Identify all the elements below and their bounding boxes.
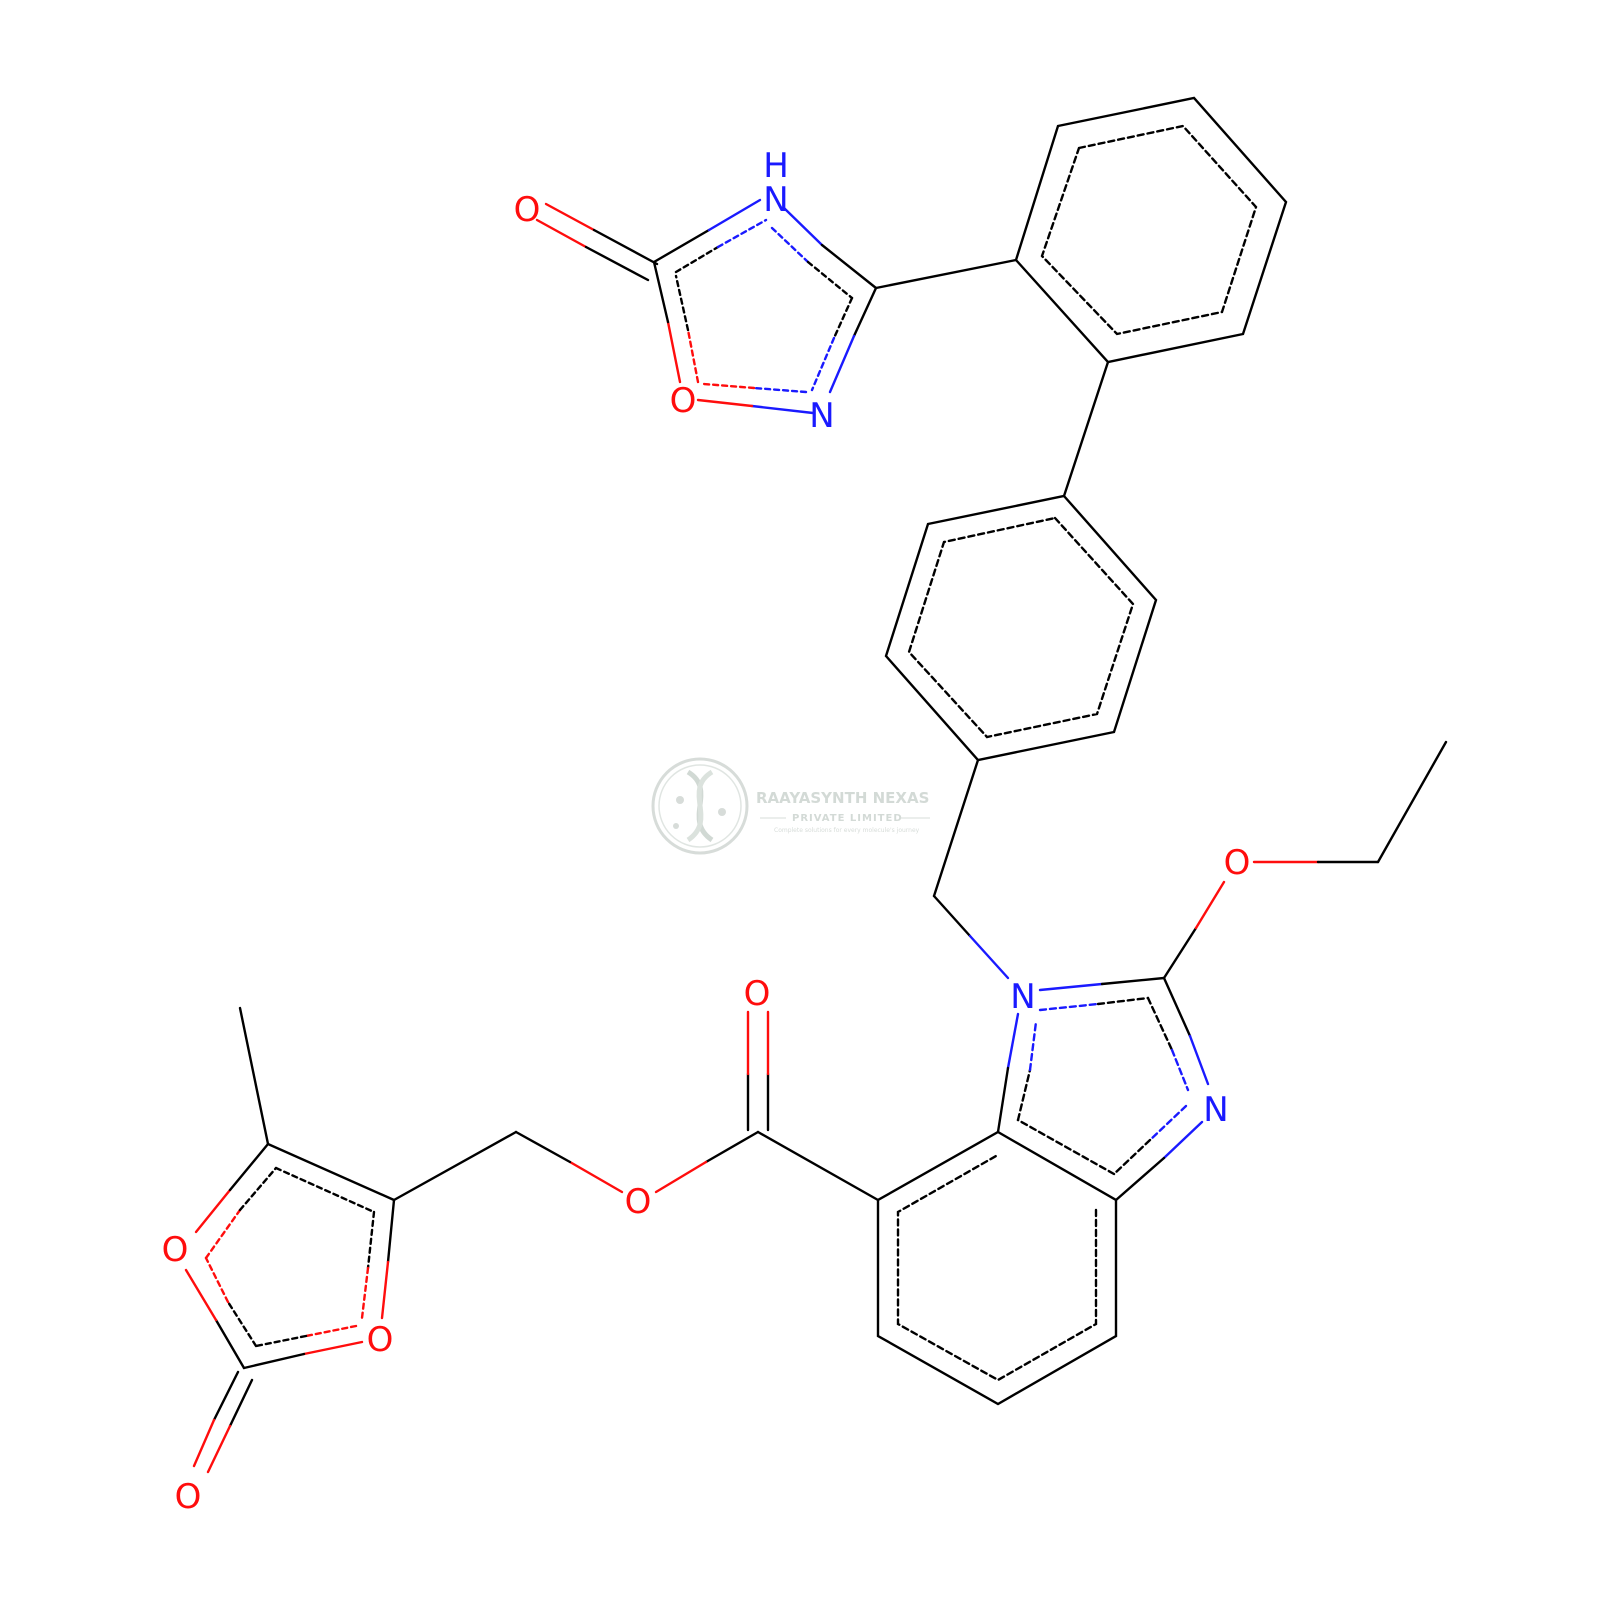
watermark-subtitle: PRIVATE LIMITED — [792, 813, 903, 824]
atom-label-nitrogen: N — [763, 180, 788, 220]
dioxolone-ring-bonds — [184, 1006, 396, 1474]
atom-label-oxygen: O — [367, 1320, 394, 1360]
atom-label-oxygen: O — [162, 1230, 189, 1270]
atom-label-oxygen: O — [1224, 843, 1251, 883]
atom-label-oxygen: O — [514, 190, 541, 230]
atom-labels: O N H O N O N N O O O O O — [162, 146, 1251, 1517]
atom-label-oxygen: O — [175, 1477, 202, 1517]
ester-bonds — [392, 1010, 880, 1202]
oxadiazolone-ring-bonds — [535, 198, 878, 415]
watermark-tagline: Complete solutions for every molecule's … — [774, 827, 920, 834]
top-phenyl-ring-bonds — [1014, 96, 1288, 364]
atom-label-oxygen: O — [670, 381, 697, 421]
atom-label-oxygen: O — [744, 974, 771, 1014]
middle-phenyl-ring-bonds — [884, 494, 1158, 762]
bonds — [184, 96, 1448, 1474]
benzyl-bond — [932, 758, 980, 898]
atom-label-nitrogen: N — [1203, 1090, 1228, 1130]
oxadiazolone-phenyl-bond — [874, 258, 1018, 290]
atom-label-oxygen: O — [625, 1182, 652, 1222]
biphenyl-bond — [1062, 360, 1110, 498]
ethoxy-bonds — [1162, 740, 1448, 980]
watermark: RAAYASYNTH NEXAS PRIVATE LIMITED Complet… — [651, 757, 930, 855]
dna-helix-logo-icon — [651, 757, 749, 855]
benzimidazole-bonds — [876, 976, 1210, 1406]
atom-label-hydrogen: H — [763, 146, 789, 186]
atom-label-nitrogen: N — [1010, 977, 1035, 1017]
watermark-company: RAAYASYNTH NEXAS — [756, 789, 929, 807]
atom-label-nitrogen: N — [809, 396, 834, 436]
